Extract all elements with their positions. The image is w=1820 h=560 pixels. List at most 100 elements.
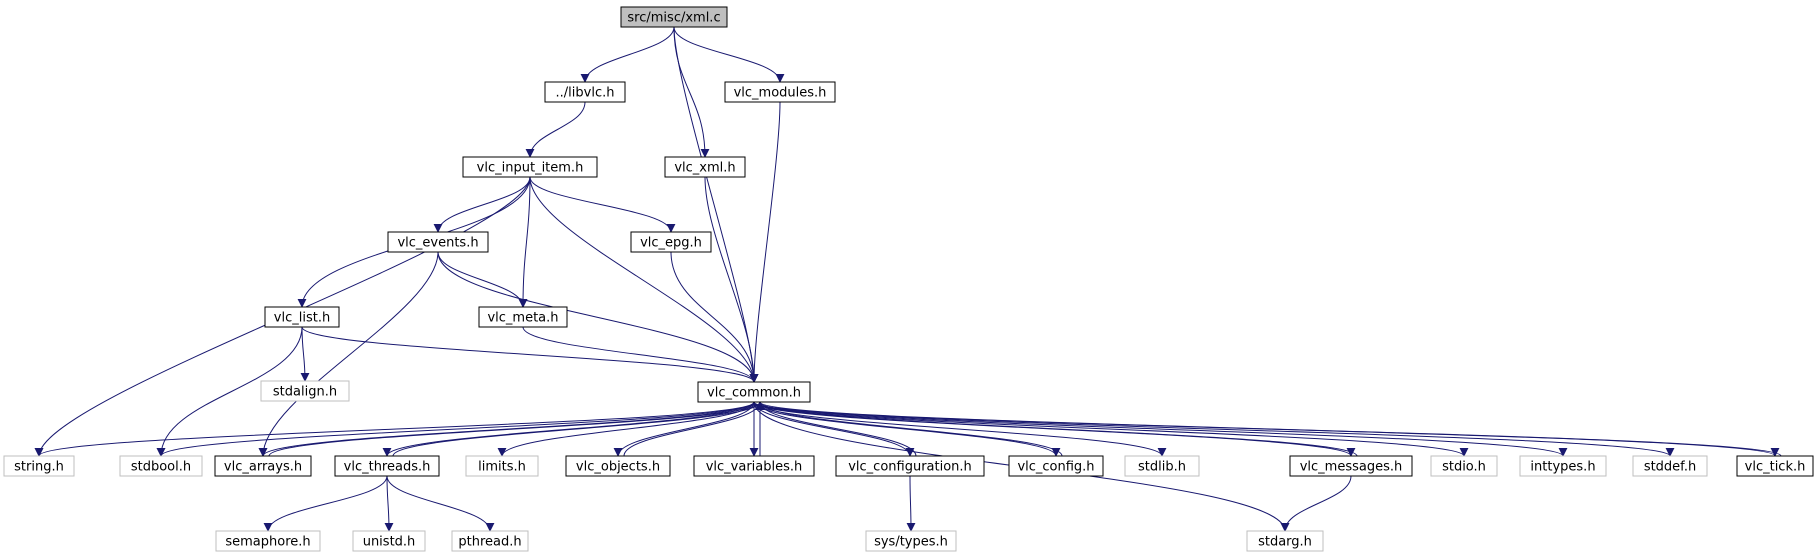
edge-vlc_common-to-inttypes: [753, 401, 1568, 457]
node-box: [451, 530, 529, 552]
node-box: [352, 530, 426, 552]
node-vlc-input-item[interactable]: vlc_input_item.h: [462, 156, 598, 178]
node-stdbool: stdbool.h: [119, 455, 203, 477]
node-label: vlc_threads.h: [344, 460, 431, 475]
node-sys-types: sys/types.h: [865, 530, 957, 552]
node-inttypes: inttypes.h: [1519, 455, 1607, 477]
edge-vlc_input_item-to-vlc_meta: [518, 176, 531, 308]
edge-vlc_events-to-vlc_arrays: [258, 251, 439, 457]
edge-vlc_messages-to-stdarg: [1280, 475, 1352, 532]
edge-vlc_epg-to-vlc_common: [670, 251, 759, 383]
edge-vlc_meta-to-vlc_common: [522, 326, 759, 383]
node-label: stddef.h: [1644, 460, 1696, 475]
node-box: [1430, 455, 1498, 477]
node-label: vlc_config.h: [1017, 460, 1094, 475]
node-label: stdio.h: [1442, 460, 1486, 475]
node-unistd: unistd.h: [352, 530, 426, 552]
node-vlc-variables[interactable]: vlc_variables.h: [693, 455, 815, 477]
node-label: vlc_epg.h: [640, 236, 702, 251]
node-box: [544, 81, 626, 103]
node-vlc-objects[interactable]: vlc_objects.h: [565, 455, 671, 477]
edge-vlc_configuration-to-vlc_common: [755, 401, 917, 457]
edge-vlc_input_item-to-vlc_events: [433, 176, 531, 233]
node-box: [1519, 455, 1607, 477]
edge-vlc_objects-to-vlc_common: [623, 401, 765, 457]
edge-vlc_list-to-stdbool: [156, 326, 303, 457]
node-pthread: pthread.h: [451, 530, 529, 552]
node-vlc-meta[interactable]: vlc_meta.h: [478, 306, 568, 328]
edge-vlc_common-to-stddef: [753, 401, 1675, 457]
edge-root-to-vlc_modules: [673, 26, 785, 83]
node-label: vlc_configuration.h: [848, 460, 972, 475]
node-label: stdlib.h: [1138, 460, 1186, 475]
node-vlc-events[interactable]: vlc_events.h: [387, 231, 489, 253]
node-box: [1632, 455, 1708, 477]
node-box: [835, 455, 985, 477]
node-label: vlc_events.h: [397, 236, 478, 251]
node-box: [697, 381, 811, 403]
edge-vlc_list-to-stdalign: [300, 326, 310, 382]
node-box: [664, 156, 746, 178]
node-label: vlc_modules.h: [734, 86, 827, 101]
edge-root-to-libvlc: [580, 26, 675, 83]
edge-vlc_tick-to-vlc_common: [755, 401, 1782, 457]
node-stdarg: stdarg.h: [1246, 530, 1324, 552]
node-label: stdalign.h: [273, 385, 337, 400]
node-label: src/misc/xml.c: [627, 11, 720, 26]
node-stdio: stdio.h: [1430, 455, 1498, 477]
node-label: vlc_tick.h: [1745, 460, 1806, 475]
edge-vlc_input_item-to-vlc_epg: [529, 176, 676, 233]
node-vlc-config[interactable]: vlc_config.h: [1008, 455, 1104, 477]
node-box: [215, 530, 321, 552]
node-label: inttypes.h: [1530, 460, 1595, 475]
edge-vlc_common-to-stdbool: [156, 401, 755, 457]
node-label: stdarg.h: [1258, 535, 1312, 550]
edge-vlc_modules-to-vlc_common: [749, 101, 781, 383]
node-box: [1246, 530, 1324, 552]
node-vlc-configuration[interactable]: vlc_configuration.h: [835, 455, 985, 477]
edge-vlc_config-to-vlc_common: [755, 401, 1063, 457]
node-label: limits.h: [478, 460, 526, 475]
edge-vlc_threads-to-pthread: [386, 475, 495, 532]
node-label: string.h: [14, 460, 64, 475]
edge-vlc_common-to-stdio: [753, 401, 1469, 457]
node-vlc-messages[interactable]: vlc_messages.h: [1289, 455, 1413, 477]
node-semaphore: semaphore.h: [215, 530, 321, 552]
node-vlc-list[interactable]: vlc_list.h: [264, 306, 340, 328]
edge-vlc_arrays-to-vlc_common: [268, 401, 765, 457]
edge-vlc_input_item-to-vlc_common: [529, 176, 759, 383]
edge-vlc_xml-to-vlc_common: [704, 176, 759, 383]
edge-vlc_common-to-vlc_objects: [613, 401, 755, 457]
node-box: [462, 156, 598, 178]
node-vlc-common[interactable]: vlc_common.h: [697, 381, 811, 403]
node-label: unistd.h: [363, 535, 416, 550]
node-box: [620, 6, 728, 28]
node-box: [387, 231, 489, 253]
node-libvlc[interactable]: ../libvlc.h: [544, 81, 626, 103]
node-stdalign: stdalign.h: [260, 380, 350, 402]
node-root[interactable]: src/misc/xml.c: [620, 6, 728, 28]
edge-libvlc-to-vlc_input_item: [525, 101, 586, 158]
edge-vlc_common-to-vlc_config: [753, 401, 1061, 457]
node-label: vlc_xml.h: [674, 161, 735, 176]
node-box: [3, 455, 75, 477]
edge-vlc_list-to-vlc_common: [301, 326, 759, 383]
node-label: vlc_common.h: [707, 386, 801, 401]
node-box: [724, 81, 836, 103]
node-vlc-tick[interactable]: vlc_tick.h: [1736, 455, 1814, 477]
node-box: [865, 530, 957, 552]
node-vlc-epg[interactable]: vlc_epg.h: [630, 231, 712, 253]
node-vlc-xml[interactable]: vlc_xml.h: [664, 156, 746, 178]
edge-vlc_common-to-limits: [497, 401, 755, 457]
node-string: string.h: [3, 455, 75, 477]
node-box: [1008, 455, 1104, 477]
node-label: stdbool.h: [131, 460, 191, 475]
node-stddef: stddef.h: [1632, 455, 1708, 477]
node-box: [465, 455, 539, 477]
node-label: semaphore.h: [225, 535, 310, 550]
node-vlc-arrays[interactable]: vlc_arrays.h: [214, 455, 312, 477]
node-vlc-modules[interactable]: vlc_modules.h: [724, 81, 836, 103]
node-layer: src/misc/xml.c ../libvlc.h vlc_modules.hvl…: [3, 6, 1814, 552]
node-vlc-threads[interactable]: vlc_threads.h: [334, 455, 440, 477]
